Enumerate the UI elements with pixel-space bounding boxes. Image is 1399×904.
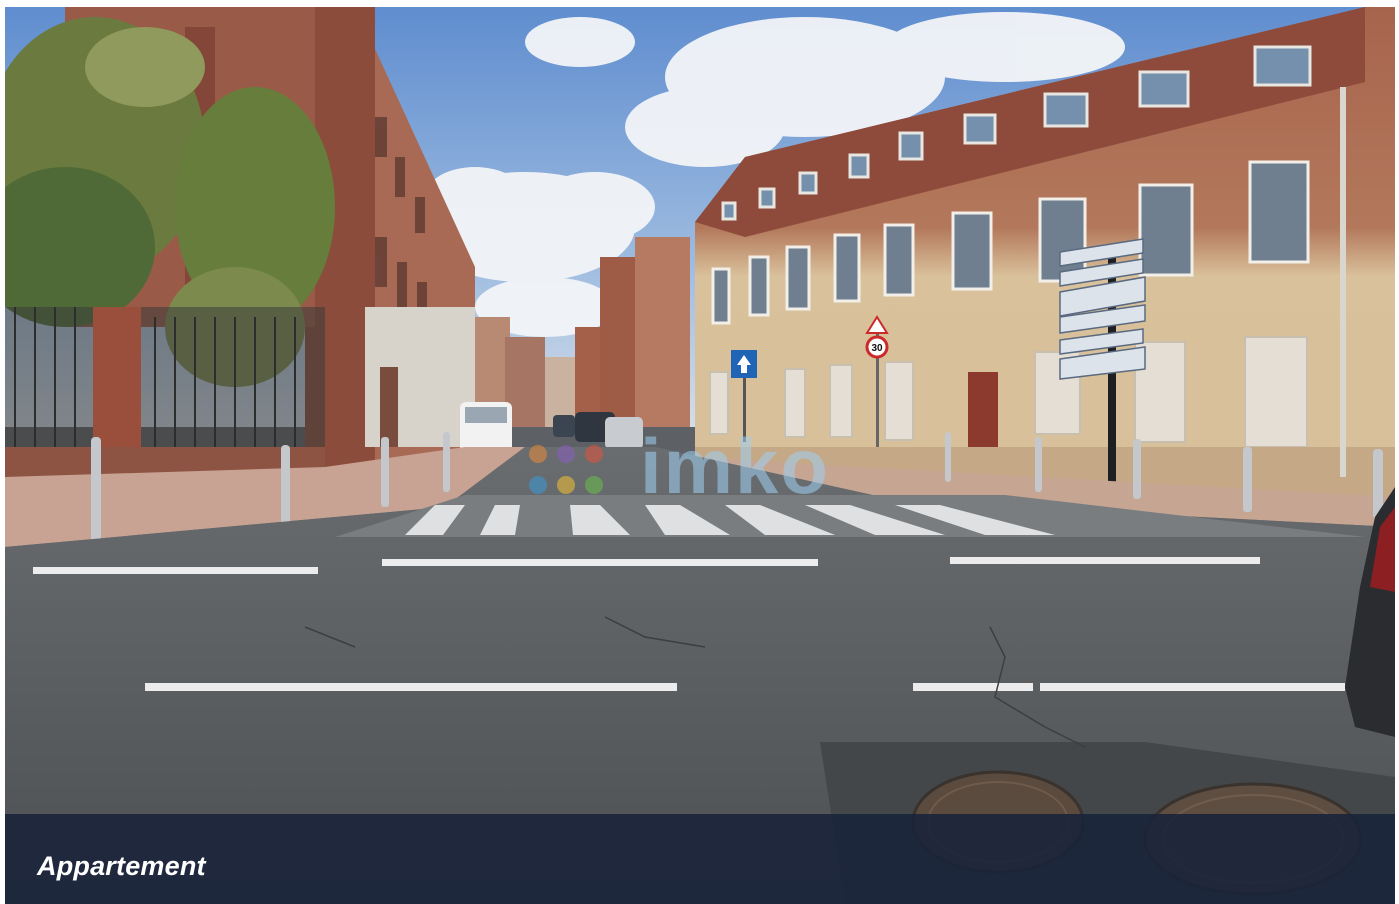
parked-car-edge — [1345, 487, 1395, 737]
watermark-text: imko — [640, 422, 830, 510]
road-cracks — [304, 616, 1086, 748]
traffic-signs: 30 — [731, 315, 889, 447]
watermark-dot — [557, 445, 575, 463]
right-building — [695, 7, 1395, 497]
left-sidewalk — [5, 447, 525, 547]
crosswalk — [405, 505, 1055, 535]
watermark-dot — [585, 445, 603, 463]
listing-card[interactable]: 30 — [5, 7, 1395, 904]
parked-cars — [460, 402, 643, 452]
caption-bar: Appartement — [5, 814, 1395, 904]
lane-markings — [33, 557, 1345, 691]
direction-signpost — [1059, 238, 1146, 492]
property-photo[interactable]: 30 — [5, 7, 1395, 904]
fence — [5, 307, 325, 487]
watermark-dot — [585, 476, 603, 494]
property-type-caption: Appartement — [37, 851, 206, 881]
watermark-dot — [529, 445, 547, 463]
street-scene: 30 — [5, 7, 1395, 904]
agency-watermark: imko — [529, 422, 830, 510]
bollards — [91, 432, 1383, 542]
clouds — [415, 12, 1125, 337]
watermark-dot — [557, 476, 575, 494]
trees — [5, 17, 335, 387]
watermark-dot — [529, 476, 547, 494]
speed-limit-sign: 30 — [871, 343, 883, 354]
right-sidewalk — [665, 457, 1395, 527]
